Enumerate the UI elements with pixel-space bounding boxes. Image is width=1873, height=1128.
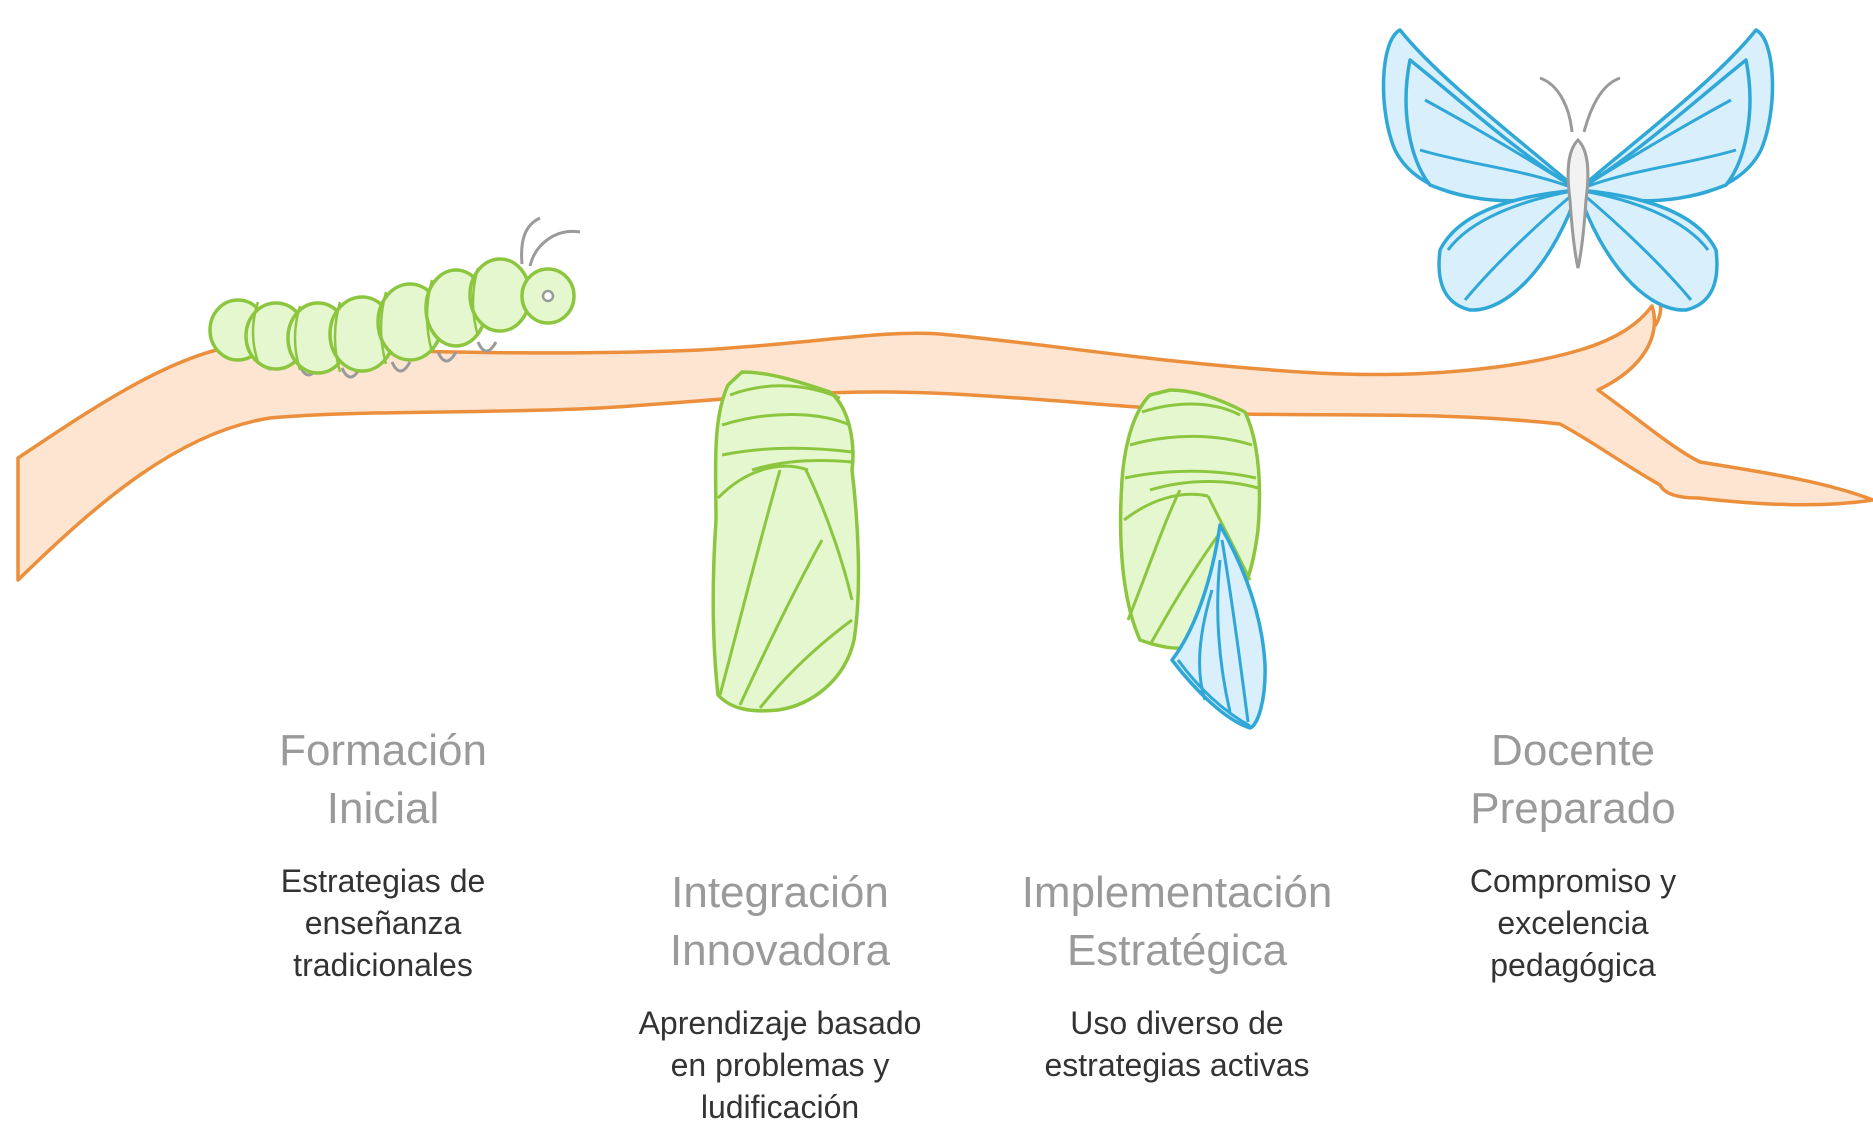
stage-title: Implementación Estratégica	[967, 864, 1387, 980]
stage-title-line: Innovadora	[669, 926, 891, 975]
stage-title-line: Docente	[1491, 726, 1655, 775]
stage-description-line: Aprendizaje basado	[638, 1005, 922, 1041]
stage-description-line: enseñanza	[304, 905, 462, 941]
stage-description: Compromiso y excelencia pedagógica	[1363, 860, 1783, 986]
stage-description-line: excelencia	[1497, 905, 1649, 941]
butterfly-icon	[1381, 28, 1775, 327]
stage-docente-preparado: Docente Preparado Compromiso y excelenci…	[1363, 722, 1783, 986]
stage-title-line: Estratégica	[1066, 926, 1288, 975]
branch-illustration	[16, 304, 1873, 582]
stage-title-line: Implementación	[1021, 868, 1333, 917]
stage-implementacion-estrategica: Implementación Estratégica Uso diverso d…	[967, 864, 1387, 1086]
stage-description: Aprendizaje basado en problemas y ludifi…	[570, 1002, 990, 1128]
stage-title: Docente Preparado	[1363, 722, 1783, 838]
stage-title-line: Preparado	[1470, 784, 1676, 833]
chrysalis-icon	[711, 370, 861, 713]
stage-description-line: pedagógica	[1490, 947, 1656, 983]
stage-title: Formación Inicial	[173, 722, 593, 838]
stage-title-line: Inicial	[326, 784, 440, 833]
stage-description-line: en problemas y	[670, 1047, 890, 1083]
stage-description: Uso diverso de estrategias activas	[967, 1002, 1387, 1086]
stage-description-line: Uso diverso de	[1070, 1005, 1284, 1041]
stage-title-line: Formación	[279, 726, 487, 775]
stage-description-line: ludificación	[700, 1089, 860, 1125]
stage-formacion-inicial: Formación Inicial Estrategias de enseñan…	[173, 722, 593, 986]
stage-description-line: tradicionales	[293, 947, 473, 983]
stage-description-line: Compromiso y	[1469, 863, 1677, 899]
stage-description: Estrategias de enseñanza tradicionales	[173, 860, 593, 986]
stage-title: Integración Innovadora	[570, 864, 990, 980]
stage-integracion-innovadora: Integración Innovadora Aprendizaje basad…	[570, 864, 990, 1128]
stage-title-line: Integración	[671, 868, 889, 917]
stage-description-line: Estrategias de	[280, 863, 486, 899]
stage-description-line: estrategias activas	[1044, 1047, 1310, 1083]
caterpillar-icon	[208, 216, 581, 379]
emerging-chrysalis-icon	[1118, 388, 1267, 730]
